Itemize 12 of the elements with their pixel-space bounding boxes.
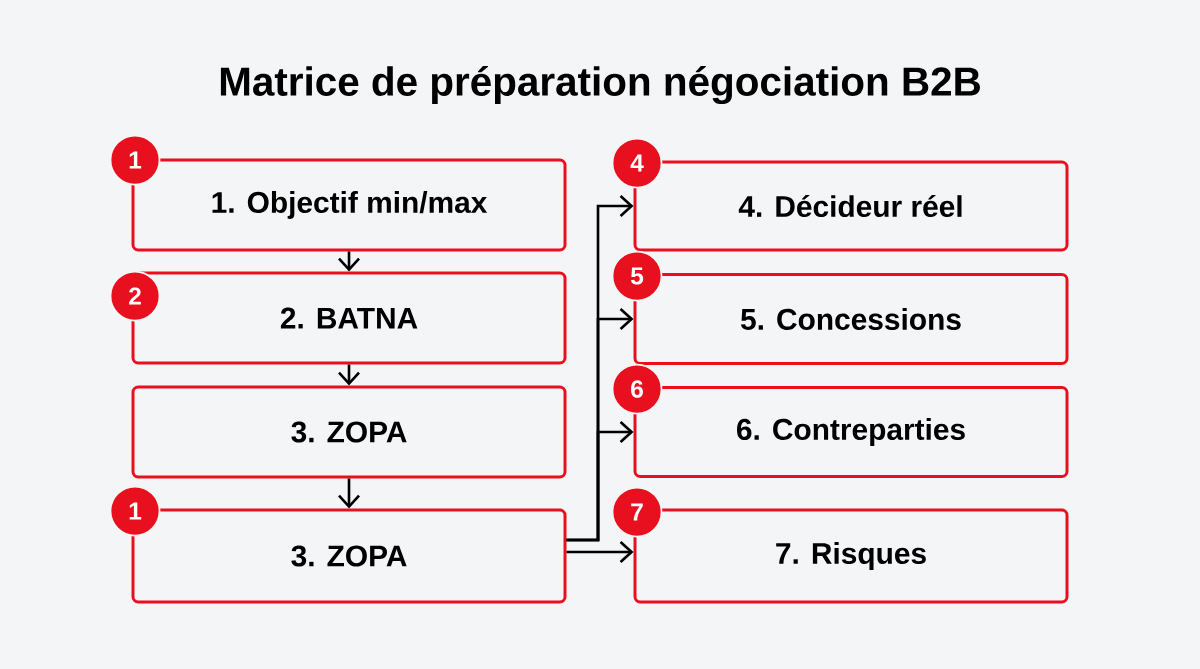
number-badge: 1 — [109, 134, 161, 186]
number-badge: 6 — [611, 363, 663, 415]
arrow — [566, 421, 634, 542]
arrow — [338, 478, 360, 509]
number-badge: 1 — [109, 485, 161, 537]
step-box: 3. ZOPA — [131, 385, 567, 479]
number-badge: 4 — [611, 137, 663, 189]
arrow — [566, 541, 634, 563]
number-badge: 7 — [611, 486, 663, 538]
number-badge: 2 — [109, 270, 161, 322]
title: Matrice de préparation négociation B2B — [220, 65, 980, 105]
number-badge: 5 — [611, 250, 663, 302]
